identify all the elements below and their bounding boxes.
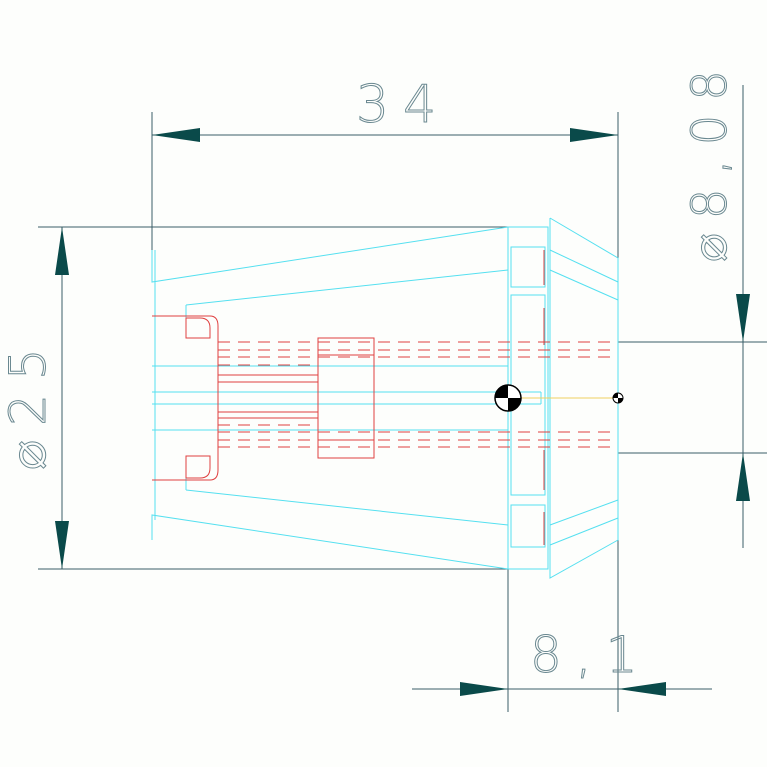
outer-taper-top <box>151 226 509 283</box>
arrow-down-icon <box>55 521 69 569</box>
outer-taper-bottom <box>151 514 509 570</box>
bore-diameter-label: ⌀8,08 <box>682 56 738 262</box>
arrow-up-icon <box>55 227 69 275</box>
arrow-right-icon <box>570 128 618 142</box>
centre-axis <box>494 384 624 412</box>
inner-taper-top <box>185 269 509 306</box>
dimension-outer-diameter: ⌀25 <box>0 226 508 570</box>
arrow-left-nose-icon <box>618 682 666 696</box>
arrow-right-nose-icon <box>460 682 508 696</box>
dimension-length: 34 <box>151 75 619 712</box>
arrow-down-bore-icon <box>736 294 750 342</box>
dimension-nose-length: 8,1 <box>412 569 712 712</box>
nose-length-label: 8,1 <box>530 626 652 684</box>
outer-diameter-label: ⌀25 <box>0 334 57 470</box>
arrow-up-bore-icon <box>736 453 750 501</box>
nose-cone <box>549 217 619 579</box>
dimension-bore-diameter: ⌀8,08 <box>618 56 767 548</box>
hidden-features <box>152 250 618 545</box>
arrow-left-icon <box>152 128 200 142</box>
inner-taper-bottom <box>185 489 509 526</box>
collet-outline <box>151 217 619 579</box>
length-label: 34 <box>356 75 450 135</box>
